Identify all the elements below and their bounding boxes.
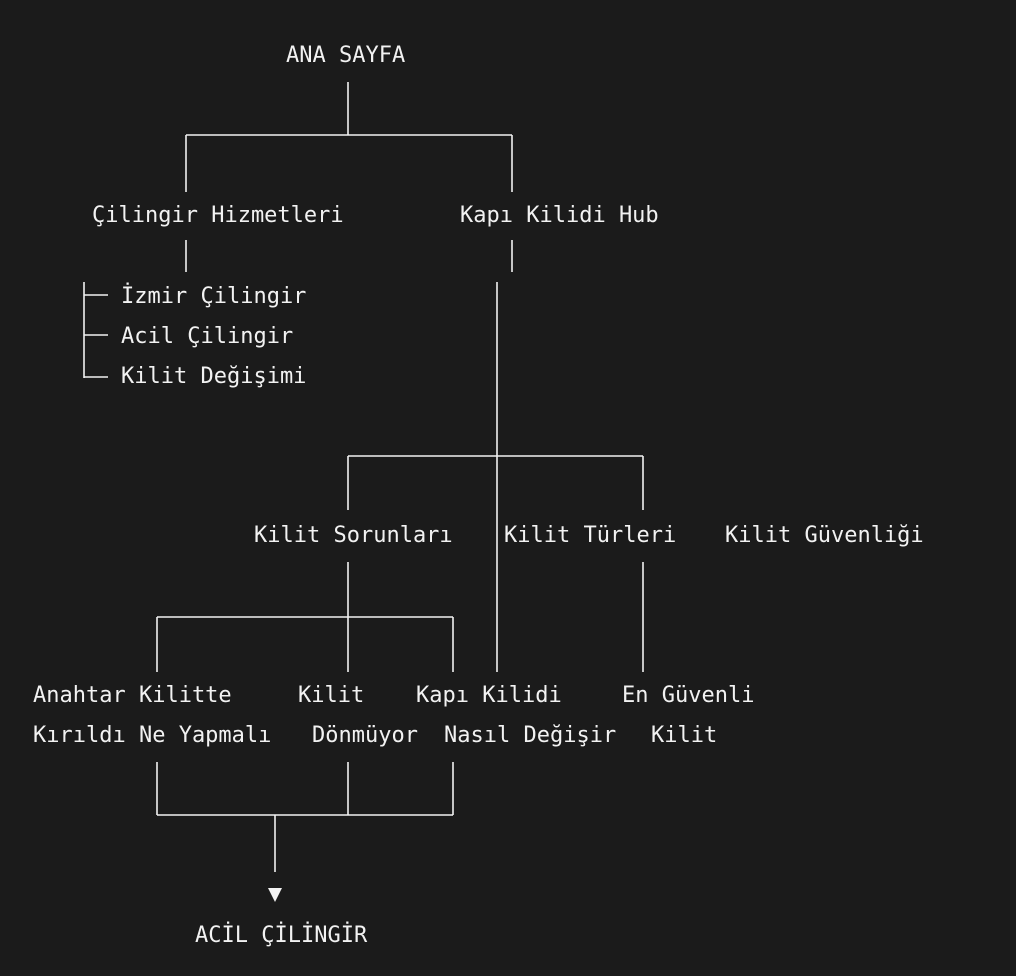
node-problems: Kilit Sorunları [254, 523, 453, 548]
service-item-kilit-degisimi: Kilit Değişimi [121, 364, 306, 389]
node-security: Kilit Güvenliği [725, 523, 924, 548]
article-4-line-2: Kilit [651, 723, 717, 748]
article-3-line-1: Kapı Kilidi [416, 683, 562, 708]
node-services: Çilingir Hizmetleri [92, 203, 344, 228]
service-item-acil: Acil Çilingir [121, 324, 293, 349]
node-types: Kilit Türleri [504, 523, 676, 548]
node-hub: Kapı Kilidi Hub [460, 203, 659, 228]
root-node: ANA SAYFA [286, 43, 405, 68]
connector-lines [83, 82, 644, 872]
article-2-line-2: Dönmüyor [312, 723, 418, 748]
article-4-line-1: En Güvenli [622, 683, 754, 708]
article-3-line-2: Nasıl Değişir [444, 723, 616, 748]
article-2-line-1: Kilit [298, 683, 364, 708]
article-1-line-1: Anahtar Kilitte [33, 683, 232, 708]
article-1-line-2: Kırıldı Ne Yapmalı [33, 723, 271, 748]
down-triangle-icon [268, 888, 282, 902]
service-item-izmir: İzmir Çilingir [121, 283, 306, 309]
target-node: ACİL ÇİLİNGİR [195, 922, 368, 948]
